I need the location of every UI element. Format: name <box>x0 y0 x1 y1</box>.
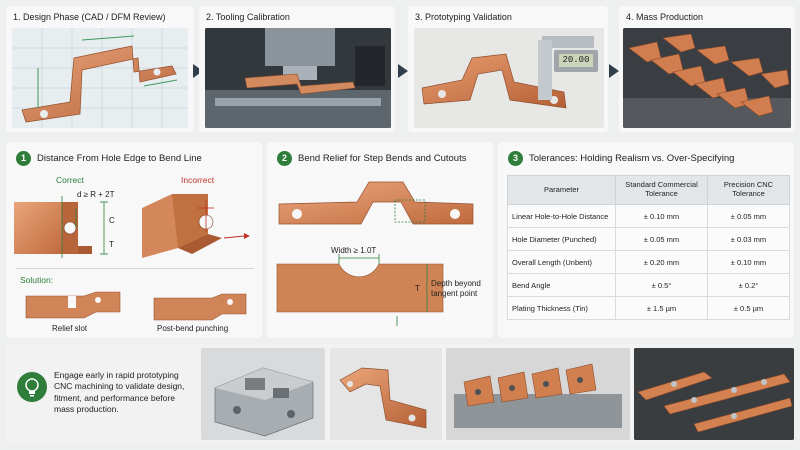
table-row: Plating Thickness (Tin) ± 1.5 µm ± 0.5 µ… <box>507 296 790 320</box>
phase-title-mass-production: 4. Mass Production <box>626 12 704 22</box>
footer-tip-text: Engage early in rapid prototyping CNC ma… <box>54 370 185 415</box>
phase-panel-prototyping: 3. Prototyping Validation 20.00 <box>408 6 608 132</box>
tolerance-table: Parameter Standard Commercial Tolerance … <box>507 175 790 320</box>
caliper-readout: 20.00 <box>562 55 590 65</box>
incorrect-label: Incorrect <box>181 175 215 185</box>
formula-label: d ≥ R + 2T <box>77 190 115 199</box>
table-cell-parameter: Plating Thickness (Tin) <box>507 296 616 320</box>
table-cell-parameter: Hole Diameter (Punched) <box>507 227 616 251</box>
table-cell-standard: ± 0.10 mm <box>615 204 708 228</box>
correct-bend-diagram: d ≥ R + 2T C T <box>12 188 130 264</box>
table-header-row: Parameter Standard Commercial Tolerance … <box>507 175 790 205</box>
table-header-parameter: Parameter <box>507 175 616 205</box>
busbar-assembly-image <box>446 348 630 440</box>
section2-dim-t-label: T <box>415 284 420 293</box>
table-row: Linear Hole-to-Hole Distance ± 0.10 mm ±… <box>507 204 790 228</box>
phase-panel-mass-production: 4. Mass Production <box>619 6 795 132</box>
prototype-caliper-image: 20.00 <box>414 28 604 128</box>
table-cell-precision: ± 0.05 mm <box>707 204 790 228</box>
prototype-busbar-image <box>330 348 442 440</box>
section2-number-badge: 2 <box>277 151 292 166</box>
relief-slot-label: Relief slot <box>52 324 88 333</box>
mass-production-image <box>623 28 791 128</box>
correct-label: Correct <box>56 175 84 185</box>
table-cell-parameter: Bend Angle <box>507 273 616 297</box>
step-bend-diagram <box>277 176 483 248</box>
lightbulb-icon <box>17 372 47 402</box>
table-cell-parameter: Overall Length (Unbent) <box>507 250 616 274</box>
relief-slot-diagram <box>24 288 124 322</box>
section-hole-to-bend: 1 Distance From Hole Edge to Bend Line Co… <box>6 142 262 338</box>
post-bend-label: Post-bend punching <box>157 324 229 333</box>
section1-title-text: Distance From Hole Edge to Bend Line <box>37 153 202 165</box>
section3-number-badge: 3 <box>508 151 523 166</box>
table-row: Hole Diameter (Punched) ± 0.05 mm ± 0.03… <box>507 227 790 251</box>
section1-title: 1 Distance From Hole Edge to Bend Line <box>16 151 202 166</box>
width-label: Width ≥ 1.0T <box>331 246 377 255</box>
phase-title-prototyping: 3. Prototyping Validation <box>415 12 512 22</box>
phase-panel-tooling: 2. Tooling Calibration <box>199 6 395 132</box>
table-cell-precision: ± 0.2° <box>707 273 790 297</box>
relief-cutout-diagram: Width ≥ 1.0T <box>275 246 445 328</box>
table-cell-precision: ± 0.5 µm <box>707 296 790 320</box>
table-cell-standard: ± 0.20 mm <box>615 250 708 274</box>
phase-arrow-1 <box>193 64 203 78</box>
table-header-standard: Standard Commercial Tolerance <box>615 175 708 205</box>
table-row: Bend Angle ± 0.5° ± 0.2° <box>507 273 790 297</box>
table-cell-standard: ± 0.5° <box>615 273 708 297</box>
phase-arrow-2 <box>398 64 408 78</box>
incorrect-bend-diagram <box>138 188 256 264</box>
tooling-press-image <box>205 28 391 128</box>
cnc-block-image <box>201 348 325 440</box>
solution-label: Solution: <box>20 275 54 285</box>
section3-title: 3 Tolerances: Holding Realism vs. Over-Sp… <box>508 151 734 166</box>
phase-arrow-3 <box>609 64 619 78</box>
post-bend-punching-diagram <box>152 292 248 322</box>
section1-number-badge: 1 <box>16 151 31 166</box>
phase-title-tooling: 2. Tooling Calibration <box>206 12 290 22</box>
design-cad-image <box>12 28 188 128</box>
phase-title-design: 1. Design Phase (CAD / DFM Review) <box>13 12 166 22</box>
solution-divider <box>16 268 254 269</box>
depth-label: Depth beyond tangent point <box>431 279 481 299</box>
battery-pack-image <box>634 348 794 440</box>
table-cell-standard: ± 1.5 µm <box>615 296 708 320</box>
section2-title-text: Bend Relief for Step Bends and Cutouts <box>298 153 467 165</box>
table-header-precision: Precision CNC Tolerance <box>707 175 790 205</box>
table-cell-standard: ± 0.05 mm <box>615 227 708 251</box>
phase-panel-design: 1. Design Phase (CAD / DFM Review) <box>6 6 194 132</box>
dim-c-label: C <box>109 216 115 225</box>
section3-title-text: Tolerances: Holding Realism vs. Over-Spe… <box>529 153 735 165</box>
table-row: Overall Length (Unbent) ± 0.20 mm ± 0.10… <box>507 250 790 274</box>
section2-title: 2 Bend Relief for Step Bends and Cutouts <box>277 151 466 166</box>
table-cell-precision: ± 0.10 mm <box>707 250 790 274</box>
dim-t-label: T <box>109 240 114 249</box>
table-cell-parameter: Linear Hole-to-Hole Distance <box>507 204 616 228</box>
table-cell-precision: ± 0.03 mm <box>707 227 790 251</box>
